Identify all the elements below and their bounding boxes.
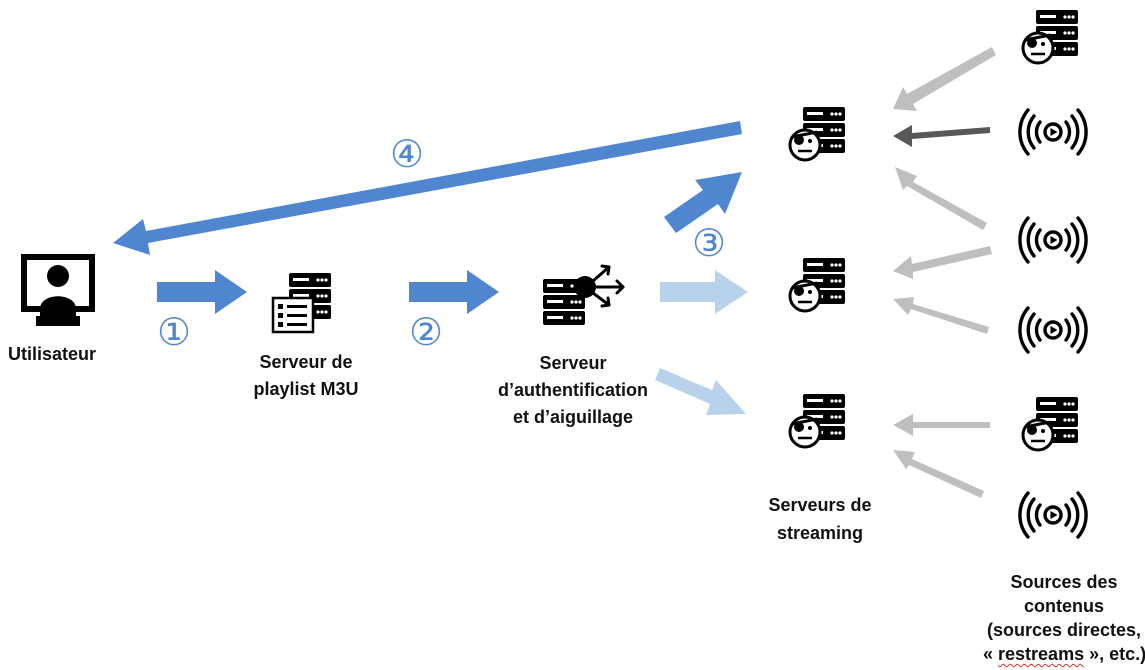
arrow-step-1 (157, 270, 247, 314)
step-1-marker: ① (157, 310, 192, 354)
source-arrows (893, 47, 996, 498)
arrow-step-4 (113, 121, 742, 255)
source-server-2-icon (1023, 397, 1078, 450)
source-broadcast-1-icon (1018, 108, 1088, 156)
sources-label: Sources des contenus (sources directes, … (983, 572, 1145, 664)
step-2-marker: ② (409, 310, 444, 354)
streaming-server-1-icon (790, 107, 845, 160)
source-broadcast-2-icon (1018, 216, 1088, 264)
source-broadcast-4-icon (1018, 491, 1088, 539)
arrow-source-2-dark (893, 125, 990, 147)
streaming-server-2-icon (790, 258, 845, 311)
playlist-server-icon (271, 273, 331, 334)
user-monitor-icon (21, 254, 95, 326)
source-broadcast-3-icon (1018, 306, 1088, 354)
user-label: Utilisateur (8, 344, 97, 364)
step-4-marker: ④ (390, 132, 425, 176)
arrow-auth-to-streaming-3 (655, 368, 746, 415)
arrow-source-1 (893, 47, 996, 111)
streaming-servers-label: Serveurs de streaming (768, 495, 872, 543)
arrow-auth-to-streaming-2 (660, 270, 748, 314)
playlist-server-label: Serveur de playlist M3U (253, 352, 359, 399)
arrow-source-3 (895, 167, 987, 230)
auth-server-label: Serveur d’authentification et d’aiguilla… (498, 353, 648, 427)
arrow-source-4 (893, 246, 992, 279)
step-3-marker: ③ (692, 221, 727, 265)
streaming-server-3-icon (790, 394, 845, 447)
routing-server-icon (543, 264, 625, 325)
arrow-source-6 (893, 414, 990, 436)
source-server-1-icon (1023, 10, 1078, 63)
arrow-source-7 (893, 450, 984, 498)
arrow-step-3 (664, 172, 742, 233)
arrow-step-2 (409, 270, 499, 314)
arrow-source-5 (893, 297, 989, 334)
